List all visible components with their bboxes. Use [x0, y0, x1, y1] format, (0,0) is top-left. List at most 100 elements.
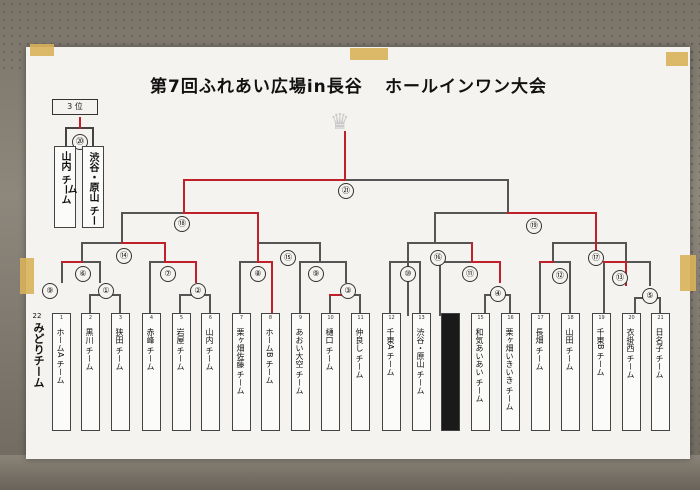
team-number: 3	[118, 315, 123, 321]
team-box: 13 渋谷・原山 チーム	[412, 313, 431, 431]
team-box: 3 狭田 チーム	[111, 313, 130, 431]
team-name: 日名子 チーム	[655, 328, 664, 379]
match-5-circle: ⑤	[642, 288, 658, 304]
team-box: 2 黒川 チーム	[81, 313, 100, 431]
team-name: 山内 チーム	[205, 328, 214, 371]
match-15-circle: ⑮	[280, 250, 296, 266]
team-number: 5	[179, 315, 184, 321]
team-number: 13	[418, 315, 425, 321]
team-name: 黒川 チーム	[85, 328, 94, 371]
third-place-team-2: 渋谷・原山 チーム	[65, 146, 104, 228]
team-box: 21 日名子 チーム	[651, 313, 670, 431]
team-name: 千東A チーム	[386, 328, 395, 377]
team-box: 15 和気あいあい チーム	[471, 313, 490, 431]
late-entry-number: 22	[32, 312, 42, 320]
team-box: 20 衣掛西 チーム	[622, 313, 641, 431]
team-name: あおい大空 チーム	[295, 328, 304, 395]
team-name: 和気あいあい チーム	[475, 328, 484, 403]
third-place-label: 3 位	[52, 99, 98, 115]
team-number: 18	[567, 315, 574, 321]
team-box: 17 長畑 チーム	[531, 313, 550, 431]
team-name: 渋谷・原山 チーム	[416, 328, 425, 395]
team-name: 樋口 チーム	[325, 328, 334, 371]
match-3-circle: ③	[340, 283, 356, 299]
match-11-circle: ⑪	[462, 266, 478, 282]
tape-left	[20, 258, 34, 294]
late-entry-name: みどりチーム	[32, 322, 45, 388]
team-number: 21	[657, 315, 664, 321]
team-number: 10	[327, 315, 334, 321]
team-name: 千東B チーム	[596, 328, 605, 377]
team-number: 20	[628, 315, 635, 321]
match-9-entry-circle: ⑨	[42, 283, 58, 299]
team-name: 山田 チーム	[565, 328, 574, 371]
tape-top-left	[30, 44, 54, 56]
team-name: ホームA チーム	[56, 328, 65, 385]
team-box: 7 栗ヶ畑佐藤 チーム	[232, 313, 251, 431]
team-name: 渋谷・原山 チーム	[65, 152, 98, 226]
team-name: 長畑 チーム	[535, 328, 544, 371]
team-box: 5 岩屋 チーム	[172, 313, 191, 431]
team-name: 山内 チーム	[59, 151, 70, 205]
team-number: 19	[598, 315, 605, 321]
match-12-circle: ⑫	[552, 268, 568, 284]
team-box: 19 千東B チーム	[592, 313, 611, 431]
team-box: 11 仲良し チーム	[351, 313, 370, 431]
team-number: 12	[388, 315, 395, 321]
team-number: 9	[298, 315, 303, 321]
team-name: 赤峰 チーム	[146, 328, 155, 371]
poster-title: 第7回ふれあい広場in長谷	[150, 77, 363, 97]
match-4-circle: ④	[490, 286, 506, 302]
team-name: 狭田 チーム	[115, 328, 124, 371]
team-name: 仲良し チーム	[355, 328, 364, 379]
match-21-circle: ㉑	[338, 183, 354, 199]
tape-top-center	[350, 48, 388, 60]
team-box: 6 山内 チーム	[201, 313, 220, 431]
match-13-circle: ⑬	[612, 270, 628, 286]
team-number: 16	[507, 315, 514, 321]
team-box: 10 樋口 チーム	[321, 313, 340, 431]
match-16-circle: ⑯	[430, 250, 446, 266]
team-number: 8	[268, 315, 273, 321]
team-box: 16 栗ヶ畑いきいき チーム	[501, 313, 520, 431]
team-box: 9 あおい大空 チーム	[291, 313, 310, 431]
tape-top-right	[666, 52, 688, 66]
match-6-circle: ⑥	[75, 266, 91, 282]
team-box: 12 千東A チーム	[382, 313, 401, 431]
team-number: 6	[208, 315, 213, 321]
team-number: 17	[537, 315, 544, 321]
match-2-circle: ②	[190, 283, 206, 299]
team-box: 18 山田 チーム	[561, 313, 580, 431]
match-9-circle: ⑨	[308, 266, 324, 282]
match-14-circle: ⑭	[116, 248, 132, 264]
match-10-circle: ⑩	[400, 266, 416, 282]
team-number: 7	[239, 315, 244, 321]
team-box	[441, 313, 460, 431]
team-box: 1 ホームA チーム	[52, 313, 71, 431]
team-name: 栗ヶ畑佐藤 チーム	[236, 328, 245, 395]
third-place-team-1: 山内 チーム	[54, 146, 76, 228]
team-name: 岩屋 チーム	[176, 328, 185, 371]
match-1-circle: ①	[98, 283, 114, 299]
team-number: 15	[477, 315, 484, 321]
poster-subtitle: ホールインワン大会	[385, 77, 547, 97]
match-8-circle: ⑧	[250, 266, 266, 282]
match-17-circle: ⑰	[588, 250, 604, 266]
team-name: 栗ヶ畑いきいき チーム	[505, 328, 514, 411]
floor	[0, 455, 700, 490]
team-number: 11	[357, 315, 364, 321]
tape-right	[680, 255, 696, 291]
team-name: 衣掛西 チーム	[626, 328, 635, 379]
late-entry-team: 22 みどりチーム	[26, 312, 48, 427]
crown-icon: ♛	[330, 110, 350, 135]
team-box: 4 赤峰 チーム	[142, 313, 161, 431]
match-18-circle: ⑱	[174, 216, 190, 232]
match-7-circle: ⑦	[160, 266, 176, 282]
team-number: 2	[88, 315, 93, 321]
team-number: 1	[59, 315, 64, 321]
match-19-circle: ⑲	[526, 218, 542, 234]
team-number: 4	[149, 315, 154, 321]
